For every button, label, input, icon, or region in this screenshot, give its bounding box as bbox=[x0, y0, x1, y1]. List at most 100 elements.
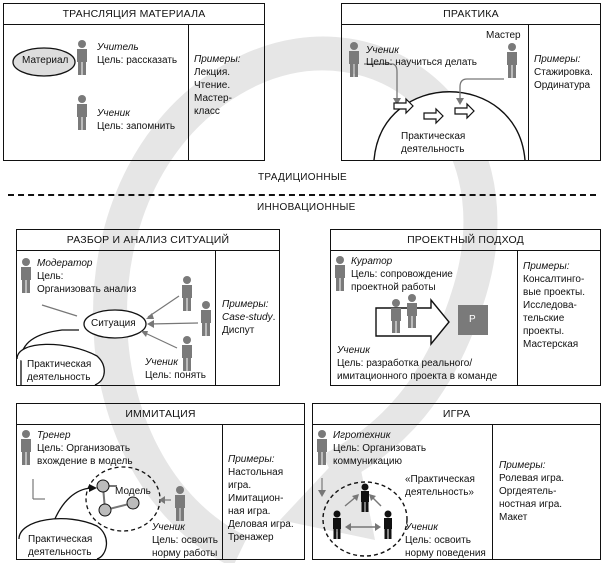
examples-label: Примеры: bbox=[534, 54, 581, 65]
moderator-goal: Цель: bbox=[37, 271, 64, 282]
examples-label: Примеры: bbox=[499, 460, 546, 471]
example-item: Case-study. bbox=[222, 312, 275, 325]
example-item: Тренажер bbox=[228, 532, 274, 543]
curator-goal: Цель: сопровождение bbox=[351, 269, 453, 280]
imitation-box: ИММИТАЦИЯ Тренер Цель: Организовать вхож… bbox=[16, 403, 305, 560]
master-person-icon bbox=[507, 43, 517, 78]
student-role: Ученик bbox=[145, 357, 178, 368]
student-person-icon bbox=[407, 294, 417, 328]
teacher-role: Учитель bbox=[97, 42, 139, 53]
imitation-diagram bbox=[18, 430, 185, 559]
example-item: Имитацион- bbox=[228, 493, 284, 504]
example-item: вые проекты. bbox=[523, 287, 585, 298]
example-item: ная игра. bbox=[228, 506, 271, 517]
traditional-label: ТРАДИЦИОННЫЕ bbox=[258, 172, 348, 183]
teacher-goal: Цель: рассказать bbox=[97, 55, 178, 66]
student-goal: имитационного проекта в команде bbox=[337, 371, 498, 382]
student-goal: норму работы bbox=[152, 548, 218, 559]
student-role: Ученик bbox=[366, 45, 399, 56]
material-diagram bbox=[12, 40, 87, 130]
example-item: Диспут bbox=[222, 325, 255, 336]
examples-label: Примеры: bbox=[194, 54, 241, 65]
box-title: РАЗБОР И АНАЛИЗ СИТУАЦИЙ bbox=[17, 230, 279, 251]
student-role: Ученик bbox=[152, 522, 185, 533]
player-person-icon bbox=[361, 483, 369, 512]
activity-label: деятельность» bbox=[405, 487, 474, 498]
example-item: Оргдеятель- bbox=[499, 486, 557, 497]
student-person-icon bbox=[391, 299, 401, 333]
student-person-icon bbox=[182, 336, 192, 371]
student-person-icon bbox=[201, 301, 211, 336]
game-diagram bbox=[317, 430, 408, 557]
student-goal: Цель: освоить bbox=[405, 535, 471, 546]
moderator-goal: Организовать анализ bbox=[37, 284, 137, 295]
example-item: Мастер- bbox=[194, 93, 232, 104]
situation-diagram bbox=[17, 258, 211, 385]
box-title: ПРАКТИКА bbox=[342, 4, 600, 25]
example-item: Ролевая игра. bbox=[499, 473, 565, 484]
model-label: Модель bbox=[115, 486, 151, 497]
student-goal: Цель: освоить bbox=[152, 535, 218, 546]
examples-label: Примеры: bbox=[523, 261, 570, 272]
innovative-label: ИННОВАЦИОННЫЕ bbox=[257, 202, 356, 213]
situation-label: Ситуация bbox=[91, 318, 136, 329]
student-role: Ученик bbox=[337, 345, 370, 356]
player-person-icon bbox=[384, 510, 392, 539]
material-transmission-box: ТРАНСЛЯЦИЯ МАТЕРИАЛА Материал Учитель Це… bbox=[3, 3, 265, 161]
example-item: Ординатура bbox=[534, 80, 591, 91]
game-technician-goal: коммуникацию bbox=[333, 456, 402, 467]
example-item: Консалтинго- bbox=[523, 274, 585, 285]
example-item: класс bbox=[194, 106, 220, 117]
project-diagram bbox=[335, 256, 488, 346]
examples-label: Примеры: bbox=[222, 299, 269, 310]
trainer-role: Тренер bbox=[37, 430, 71, 441]
game-technician-person-icon bbox=[317, 430, 327, 465]
traditional-innovative-divider bbox=[8, 194, 596, 196]
box-title: ИММИТАЦИЯ bbox=[17, 404, 304, 425]
curator-person-icon bbox=[335, 256, 345, 291]
project-product-label: P bbox=[469, 314, 476, 325]
student-person-icon bbox=[182, 276, 192, 311]
moderator-person-icon bbox=[21, 258, 31, 293]
box-title: ПРОЕКТНЫЙ ПОДХОД bbox=[331, 230, 600, 251]
player-person-icon bbox=[333, 510, 341, 539]
moderator-role: Модератор bbox=[37, 258, 93, 269]
material-label: Материал bbox=[22, 55, 69, 66]
examples-divider bbox=[517, 250, 518, 385]
activity-label: деятельность bbox=[27, 372, 91, 383]
example-item: ностная игра. bbox=[499, 499, 563, 510]
trainer-goal: вхождение в модель bbox=[37, 456, 133, 467]
examples-divider bbox=[222, 424, 223, 559]
curator-goal: проектной работы bbox=[351, 282, 436, 293]
game-technician-role: Игротехник bbox=[333, 430, 391, 441]
example-item: Настольная bbox=[228, 467, 284, 478]
student-person-icon bbox=[77, 95, 87, 130]
game-technician-goal: Цель: Организовать bbox=[333, 443, 427, 454]
example-item: Деловая игра. bbox=[228, 519, 294, 530]
activity-label: Практическая bbox=[27, 359, 92, 370]
examples-label: Примеры: bbox=[228, 454, 275, 465]
activity-label: «Практическая bbox=[405, 474, 475, 485]
example-item: игра. bbox=[228, 480, 252, 491]
example-item: Стажировка. bbox=[534, 67, 593, 78]
example-item: Макет bbox=[499, 512, 528, 523]
practice-diagram bbox=[349, 42, 526, 160]
examples-divider bbox=[528, 24, 529, 160]
example-item: тельские bbox=[523, 313, 565, 324]
student-role: Ученик bbox=[405, 522, 438, 533]
examples-divider bbox=[215, 250, 216, 385]
example-item: Исследова- bbox=[523, 300, 577, 311]
student-role: Ученик bbox=[97, 108, 130, 119]
activity-label: Практическая bbox=[28, 534, 93, 545]
examples-divider bbox=[188, 24, 189, 160]
student-goal: Цель: разработка реального/ bbox=[337, 358, 473, 369]
case-study-text: Case-study bbox=[222, 312, 273, 323]
student-person-icon bbox=[349, 42, 359, 77]
game-box: ИГРА Игротехник Цель: Организовать комму… bbox=[312, 403, 601, 560]
situation-analysis-box: РАЗБОР И АНАЛИЗ СИТУАЦИЙ Модератор Цель:… bbox=[16, 229, 280, 386]
example-item: Лекция. bbox=[194, 67, 231, 78]
example-punct: . bbox=[272, 312, 276, 323]
student-goal: Цель: запомнить bbox=[97, 121, 176, 132]
examples-divider bbox=[492, 424, 493, 559]
student-goal: Цель: понять bbox=[145, 370, 206, 381]
